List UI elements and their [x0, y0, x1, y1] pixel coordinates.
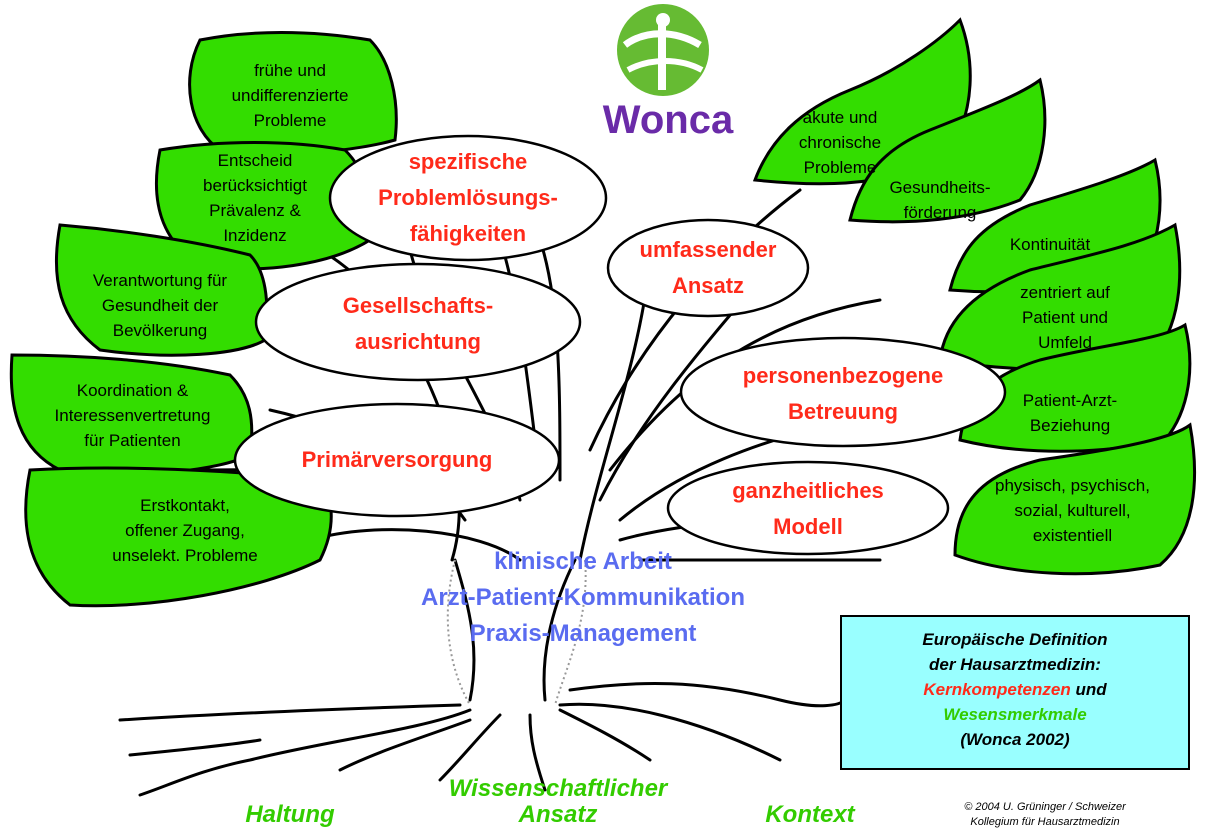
wonca-logo-icon	[617, 4, 709, 96]
trunk-outline	[446, 559, 587, 706]
caption-kernkompetenzen: Kernkompetenzen	[923, 680, 1071, 699]
leaf-label-physisch: physisch, psychisch,sozial, kulturell,ex…	[995, 476, 1150, 545]
wonca-logo-text: Wonca	[602, 98, 734, 142]
root-kontext: Kontext	[765, 801, 855, 828]
competence-primaerversorgung: Primärversorgung	[301, 447, 493, 472]
leaf-shape	[953, 422, 1197, 576]
leaf-shape	[24, 466, 333, 608]
caption-line-1: Europäische Definition	[922, 630, 1108, 649]
caption-wesensmerkmale: Wesensmerkmale	[943, 705, 1087, 724]
leaf-label-kontinuitaet: Kontinuität	[1009, 235, 1091, 254]
leaf-label-patient-arzt: Patient-Arzt-Beziehung	[1022, 391, 1118, 435]
leaves-right	[752, 17, 1197, 576]
leaf-label-erstkontakt: Erstkontakt,offener Zugang,unselekt. Pro…	[112, 496, 258, 565]
caption-line-3: Kernkompetenzen und	[842, 677, 1188, 702]
oval-shape	[679, 336, 1007, 448]
caption-cite: (Wonca 2002)	[960, 730, 1070, 749]
leaf-shape	[54, 223, 269, 357]
oval-shape	[233, 402, 561, 518]
caption-box: Europäische Definition der Hausarztmediz…	[840, 615, 1190, 770]
oval-shape	[254, 262, 582, 382]
leaf-label-gesundheitsfoerderung: Gesundheits-förderung	[889, 178, 991, 222]
oval-shape	[328, 134, 608, 262]
oval-shape	[666, 460, 950, 556]
competence-ovals	[233, 134, 1007, 556]
leaf-shape	[848, 77, 1047, 224]
leaf-shape	[188, 31, 398, 156]
root-haltung: Haltung	[245, 801, 335, 828]
leaves-left	[9, 31, 398, 608]
oval-shape	[606, 218, 810, 318]
competence-gesellschaft: Gesellschafts-ausrichtung	[342, 293, 494, 354]
caption-line-2: der Hausarztmedizin:	[929, 655, 1101, 674]
caption-und: und	[1070, 680, 1107, 699]
leaf-shape	[958, 322, 1192, 453]
